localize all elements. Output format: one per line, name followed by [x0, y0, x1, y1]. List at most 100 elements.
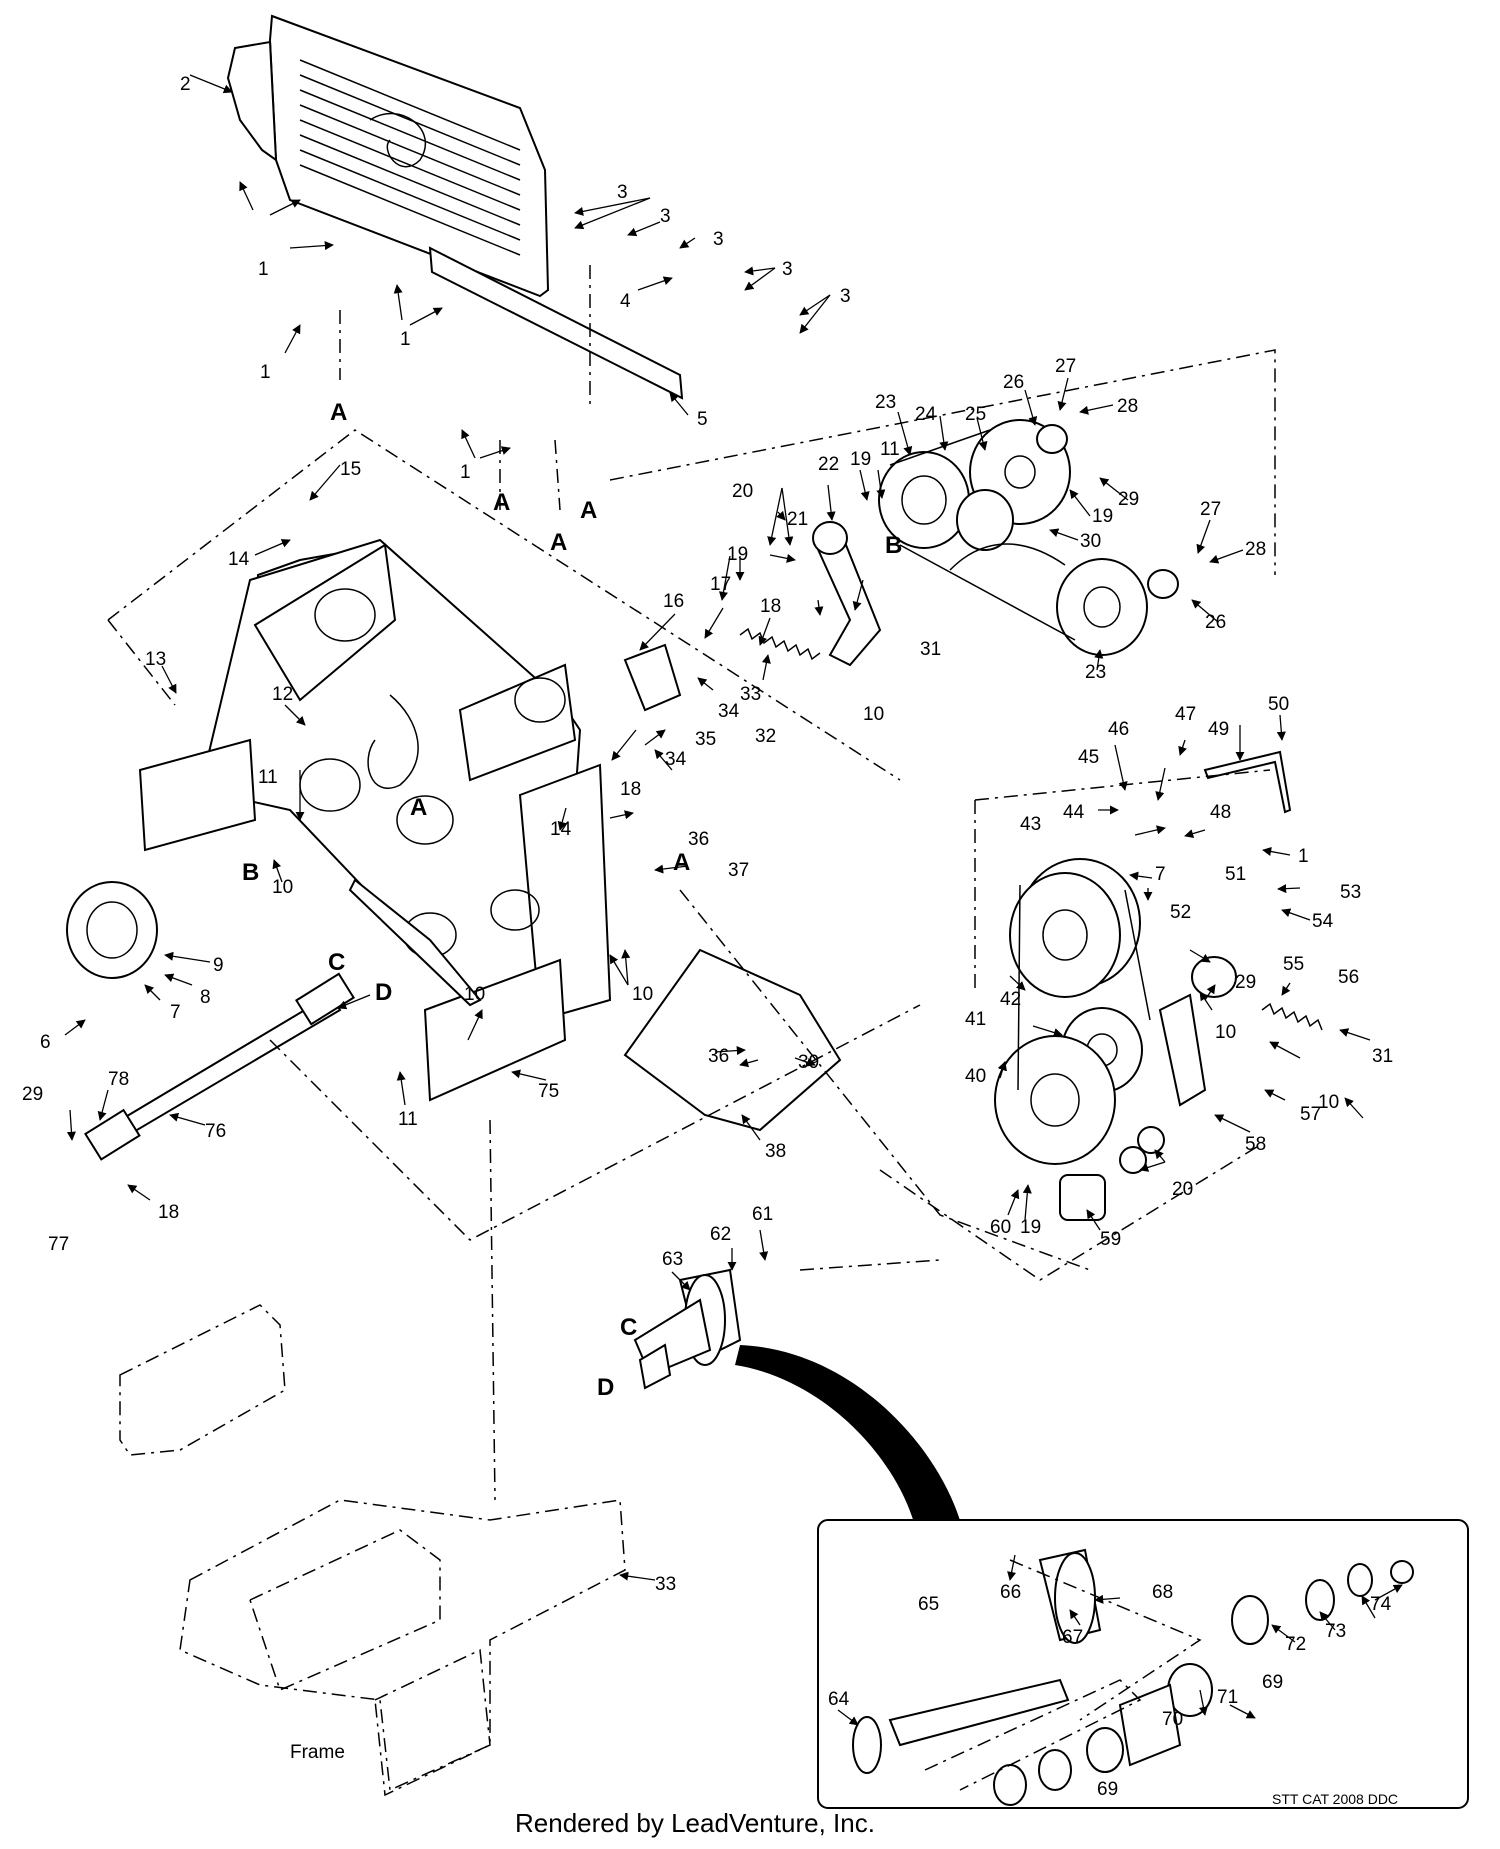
label-27: 27	[1200, 499, 1221, 520]
label-42: 42	[1000, 989, 1021, 1010]
label-10: 10	[1215, 1022, 1236, 1043]
label-24: 24	[915, 404, 937, 425]
label-55: 55	[1283, 954, 1304, 975]
label-13: 13	[145, 649, 166, 670]
label-65: 65	[918, 1594, 939, 1615]
drive-shaft	[84, 972, 355, 1161]
footer-credit: Rendered by LeadVenture, Inc.	[515, 1808, 875, 1838]
label-30: 30	[1080, 531, 1101, 552]
label-53: 53	[1340, 882, 1361, 903]
spindle-assembly	[633, 1268, 742, 1390]
label-78: 78	[108, 1069, 129, 1090]
label-43: 43	[1020, 814, 1041, 835]
label-38: 38	[765, 1141, 786, 1162]
label-18: 18	[620, 779, 641, 800]
label-9: 9	[213, 955, 224, 976]
label-18: 18	[158, 1202, 179, 1223]
frame-outline	[119, 1304, 626, 1797]
label-15: 15	[340, 459, 361, 480]
leader-lines	[64, 74, 1403, 1726]
label-73: 73	[1325, 1621, 1346, 1642]
label-26: 26	[1205, 612, 1226, 633]
label-20: 20	[732, 481, 753, 502]
label-63: 63	[662, 1249, 683, 1270]
label-57: 57	[1300, 1104, 1321, 1125]
label-69: 69	[1262, 1672, 1283, 1693]
label-14: 14	[228, 549, 250, 570]
label-74: 74	[1370, 1594, 1392, 1615]
label-46: 46	[1108, 719, 1129, 740]
label-3: 3	[660, 206, 671, 227]
label-48: 48	[1210, 802, 1231, 823]
label-54: 54	[1312, 911, 1334, 932]
label-28: 28	[1117, 396, 1138, 417]
label-62: 62	[710, 1224, 731, 1245]
label-64: 64	[828, 1689, 850, 1710]
label-3: 3	[840, 286, 851, 307]
label-1: 1	[1298, 846, 1309, 867]
label-16: 16	[663, 591, 684, 612]
label-22: 22	[818, 454, 839, 475]
label-23: 23	[875, 392, 896, 413]
label-45: 45	[1078, 747, 1099, 768]
label-1: 1	[400, 329, 411, 350]
label-1: 1	[258, 259, 269, 280]
label-66: 66	[1000, 1582, 1021, 1603]
label-36: 36	[688, 829, 709, 850]
ref-a: A	[410, 794, 427, 821]
tension-spring	[739, 627, 821, 661]
label-12: 12	[272, 684, 293, 705]
idler-arm-ring	[812, 521, 848, 555]
label-29: 29	[22, 1084, 43, 1105]
label-25: 25	[965, 404, 986, 425]
link-rod	[1203, 750, 1292, 814]
label-28: 28	[1245, 539, 1266, 560]
label-34: 34	[665, 749, 687, 770]
label-70: 70	[1162, 1709, 1183, 1730]
ref-a: A	[493, 489, 510, 516]
label-47: 47	[1175, 704, 1196, 725]
ref-a: A	[330, 399, 347, 426]
ref-a: A	[673, 849, 690, 876]
label-51: 51	[1225, 864, 1246, 885]
explode-arrow	[735, 1345, 965, 1550]
part-labels: 2 1 1 1 1 3 3 3 3 3 4 5 15 14 13 12 11 1…	[22, 74, 1393, 1800]
frame-label: Frame	[290, 1742, 345, 1763]
upper-pulleys	[878, 419, 1179, 656]
guard-plate	[623, 948, 842, 1132]
label-56: 56	[1338, 967, 1359, 988]
label-26: 26	[1003, 372, 1024, 393]
label-19: 19	[1020, 1217, 1041, 1238]
label-49: 49	[1208, 719, 1229, 740]
label-11: 11	[880, 439, 900, 460]
label-71: 71	[1217, 1687, 1238, 1708]
label-11: 11	[398, 1109, 418, 1130]
label-60: 60	[990, 1217, 1011, 1238]
ref-b: B	[242, 859, 259, 886]
label-44: 44	[1063, 802, 1085, 823]
label-67: 67	[1062, 1627, 1083, 1648]
label-17: 17	[710, 574, 731, 595]
label-21: 21	[787, 509, 808, 530]
ref-b: B	[885, 532, 902, 559]
label-10: 10	[272, 877, 293, 898]
ref-a: A	[550, 529, 567, 556]
label-58: 58	[1245, 1134, 1266, 1155]
label-29: 29	[1235, 972, 1256, 993]
reference-letters: A A A A A A B B C C D D	[242, 399, 902, 1401]
grille-cover	[226, 14, 550, 298]
label-19: 19	[727, 544, 748, 565]
label-8: 8	[200, 987, 211, 1008]
label-34: 34	[718, 701, 740, 722]
label-77: 77	[48, 1234, 69, 1255]
label-1: 1	[260, 362, 271, 383]
ref-c: C	[328, 949, 345, 976]
label-33: 33	[740, 684, 761, 705]
label-10: 10	[1318, 1092, 1339, 1113]
clutch-assembly	[994, 858, 1237, 1221]
label-3: 3	[713, 229, 724, 250]
label-7: 7	[1155, 864, 1166, 885]
label-72: 72	[1285, 1634, 1306, 1655]
label-41: 41	[965, 1009, 986, 1030]
